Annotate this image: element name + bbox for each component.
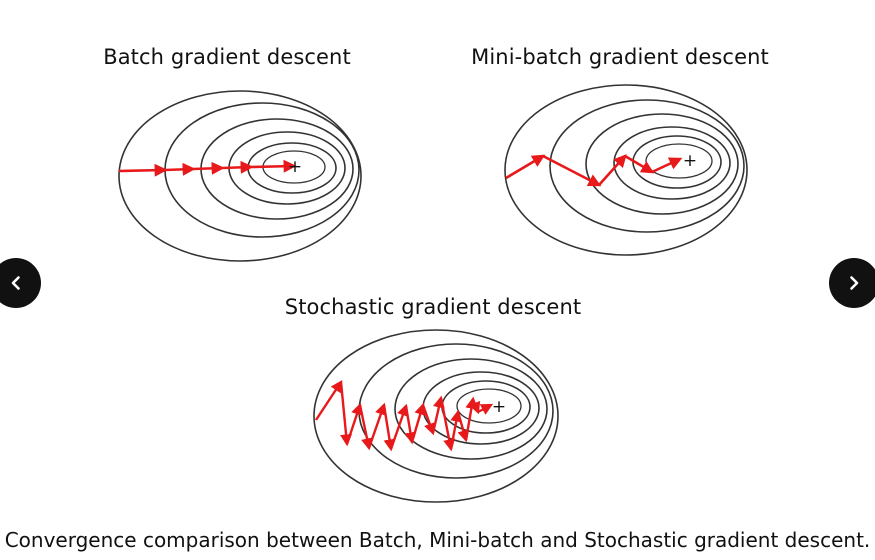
previous-button[interactable] — [0, 258, 41, 308]
panel-stochastic: + — [313, 329, 559, 503]
descent-path-batch — [118, 159, 297, 177]
figure-caption: Convergence comparison between Batch, Mi… — [4, 528, 871, 552]
panel-title-stochastic: Stochastic gradient descent — [284, 295, 582, 319]
chevron-right-icon — [850, 276, 859, 290]
contour-lines-batch — [118, 90, 362, 262]
panel-minibatch: + — [504, 84, 748, 256]
contour-lines-minibatch — [504, 84, 748, 256]
next-button[interactable] — [829, 258, 875, 308]
minimum-marker-minibatch: + — [683, 151, 697, 171]
panel-title-batch: Batch gradient descent — [103, 45, 351, 69]
minimum-marker-batch: + — [288, 157, 302, 177]
descent-path-stochastic — [314, 379, 494, 452]
minimum-marker-stochastic: + — [492, 397, 506, 417]
chevron-left-icon — [11, 276, 20, 290]
descent-path-minibatch — [505, 154, 683, 187]
contour-lines-stochastic — [313, 329, 559, 503]
panel-title-minibatch: Mini-batch gradient descent — [471, 45, 769, 69]
panel-batch: + — [118, 90, 362, 262]
